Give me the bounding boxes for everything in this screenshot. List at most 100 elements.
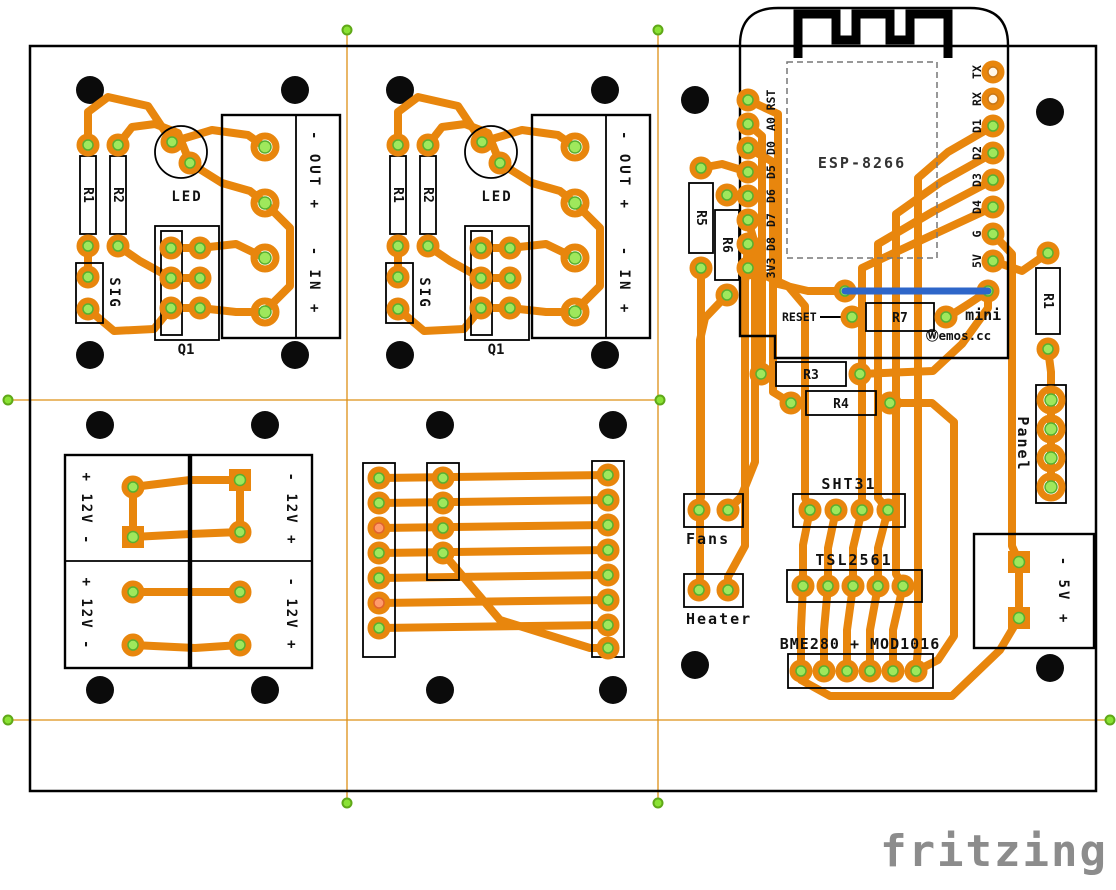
fans-header[interactable] (683, 493, 744, 528)
label-bme280: BME280 + MOD1016 (780, 635, 941, 653)
pin-label: RST (764, 90, 778, 111)
heater-header[interactable] (683, 573, 744, 608)
resistor-r1[interactable] (1035, 267, 1061, 335)
label-sig: SIG (416, 277, 432, 308)
resistor-r3[interactable] (775, 361, 847, 387)
label-wemos: Ⓦemos.cc (926, 328, 991, 343)
pad (600, 617, 617, 634)
resistor-r4[interactable] (805, 390, 877, 416)
label-r2: R2 (110, 187, 125, 203)
wifi-antenna (793, 9, 953, 58)
label-esp8266: ESP-8266 (818, 154, 906, 172)
pin-label: D6 (764, 189, 778, 203)
label-5v: - 5V + (1055, 557, 1071, 626)
label-out: - OUT + (616, 131, 632, 211)
label-r1: R1 (1040, 293, 1055, 309)
label-in: - IN + (616, 247, 632, 316)
pin-labels-left: RST A0 D0 D5 D6 D7 D8 3V3 (764, 90, 778, 279)
pin-label: 5V (970, 254, 984, 268)
pin-label: 3V3 (764, 258, 778, 279)
pad (371, 545, 388, 562)
resistor-r5[interactable] (688, 182, 714, 254)
bus-connector-module[interactable] (362, 411, 627, 704)
pin-label: D1 (970, 119, 984, 133)
pad (600, 640, 617, 657)
label-out: - OUT + (306, 131, 322, 211)
label-in: - IN + (306, 247, 322, 316)
pad-highlight (371, 595, 388, 612)
label-reset: RESET (782, 310, 817, 324)
pad (125, 479, 142, 496)
label-r1: R1 (390, 187, 405, 203)
pad (435, 495, 452, 512)
sht31-header[interactable] (792, 493, 906, 528)
panel-header[interactable] (1035, 384, 1067, 504)
pin-label: RX (970, 92, 984, 106)
label-fans: Fans (686, 530, 730, 548)
pad (125, 637, 142, 654)
pin-label: D4 (970, 200, 984, 214)
relay-module-1[interactable]: R1 R2 LED SIG Q1 - OUT + - IN + (76, 76, 340, 369)
label-q1: Q1 (178, 342, 195, 358)
label-sig: SIG (106, 277, 122, 308)
pin-label: A0 (764, 117, 778, 131)
power-module-12v[interactable]: + 12V - - 12V + + 12V - - 12V + (63, 411, 314, 704)
pad (600, 492, 617, 509)
terminal-5v[interactable] (972, 532, 1096, 650)
bme280-header[interactable] (787, 653, 934, 689)
pin-label: D0 (764, 141, 778, 155)
label-tsl2561: TSL2561 (815, 551, 892, 569)
pad (600, 592, 617, 609)
label-12v-tl: + 12V - (78, 472, 94, 545)
pad (435, 545, 452, 562)
label-q1: Q1 (488, 342, 505, 358)
resistor-r7[interactable] (865, 302, 935, 332)
pad (371, 470, 388, 487)
label-panel: Panel (1014, 416, 1032, 471)
label-sht31: SHT31 (821, 475, 876, 493)
label-r7: R7 (892, 311, 908, 326)
pin-label: D3 (970, 173, 984, 187)
label-r6: R6 (719, 237, 734, 253)
label-r4: R4 (833, 397, 849, 412)
label-r2: R2 (420, 187, 435, 203)
pin-label: D5 (764, 165, 778, 179)
relay-module-2[interactable]: R1 R2 LED SIG Q1 - OUT + - IN + (386, 76, 650, 369)
pad (600, 567, 617, 584)
tsl2561-header[interactable] (786, 569, 923, 603)
label-12v-bl: + 12V - (78, 577, 94, 650)
label-led: LED (171, 189, 202, 205)
pin-label: D8 (764, 237, 778, 251)
pad (371, 495, 388, 512)
pad (371, 620, 388, 637)
pad (232, 584, 249, 601)
pad (600, 542, 617, 559)
label-heater: Heater (686, 610, 752, 628)
label-12v-tr: - 12V + (283, 472, 299, 545)
grid-lines (8, 30, 1110, 803)
pad (121, 525, 145, 549)
pin-label: G (970, 230, 984, 237)
label-12v-br: - 12V + (283, 577, 299, 650)
pin-label: D7 (764, 213, 778, 227)
fritzing-watermark: fritzing (880, 826, 1108, 877)
pad (232, 637, 249, 654)
board-outline (28, 44, 1098, 793)
label-r5: R5 (693, 210, 708, 226)
pin-labels-right: TX RX D1 D2 D3 D4 G 5V (970, 65, 984, 268)
pad (435, 520, 452, 537)
pad (600, 467, 617, 484)
label-r1: R1 (80, 187, 95, 203)
label-r3: R3 (803, 368, 819, 383)
label-led: LED (481, 189, 512, 205)
pin-label: D2 (970, 146, 984, 160)
pad (435, 470, 452, 487)
pin-label: TX (970, 65, 984, 79)
mcu-section[interactable]: ESP-8266 RESET D1 mini Ⓦemos.cc (681, 6, 1096, 700)
pad (125, 584, 142, 601)
pad (232, 524, 249, 541)
d1-mini-module[interactable]: ESP-8266 RESET D1 mini Ⓦemos.cc (738, 6, 1010, 360)
module-outline (738, 6, 1010, 360)
esp8266-chip-outline (786, 61, 938, 259)
pad (600, 517, 617, 534)
